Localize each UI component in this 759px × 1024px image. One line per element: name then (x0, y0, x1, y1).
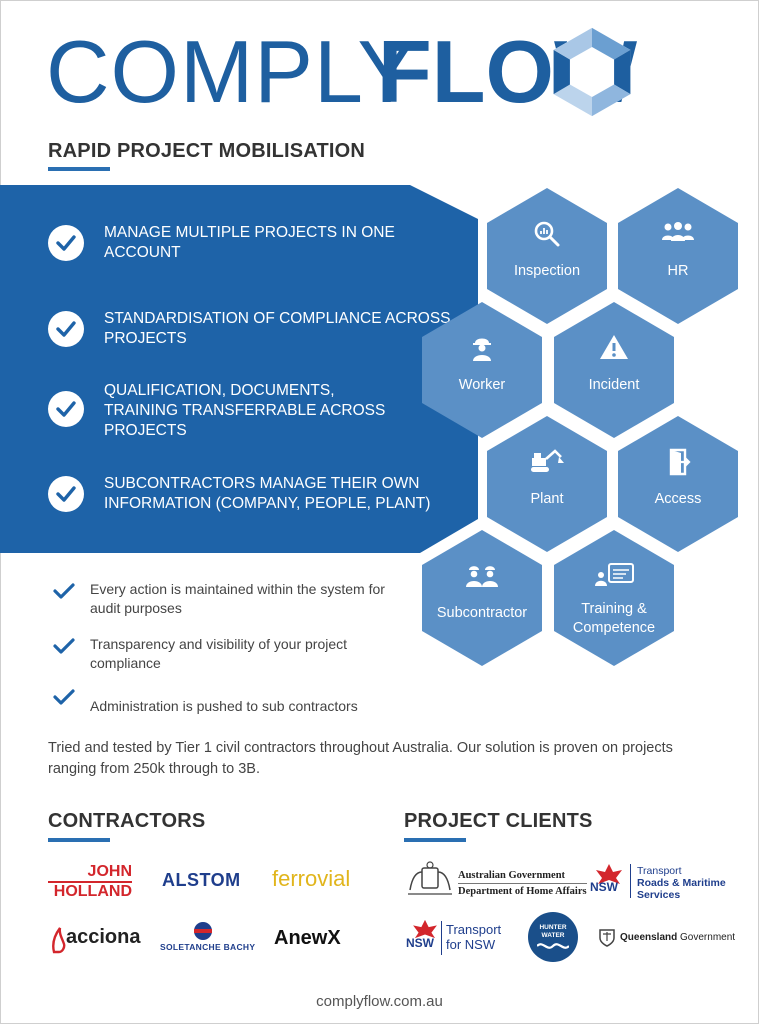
tfnsw-line2: for NSW (446, 937, 496, 952)
john-holland-top: JOHN (87, 863, 132, 880)
logo-hexagon-o-icon (553, 27, 631, 117)
module-label: Plant (530, 491, 564, 507)
hexagon-shape (422, 302, 542, 438)
rms-logo: Transport Roads & Maritime Services (637, 865, 726, 901)
qld-light: Government (680, 932, 736, 943)
rms-line1: Transport (637, 865, 682, 877)
feature-item: MANAGE MULTIPLE PROJECTS IN ONE ACCOUNT (48, 223, 458, 267)
feature-text: QUALIFICATION, DOCUMENTS, TRAINING TRANS… (104, 382, 386, 439)
check-circle-icon (48, 311, 84, 347)
module-label: Inspection (513, 263, 581, 279)
module-hex-subcontractor: Subcontractor (418, 528, 546, 668)
contractors-title: CONTRACTORS (48, 810, 206, 832)
module-label: Subcontractor (436, 605, 528, 621)
john-holland-logo: JOHN HOLLAND (48, 864, 132, 900)
acciona-logo: acciona (66, 926, 141, 948)
qld-crest-icon (599, 929, 615, 947)
queensland-gov-logo: Queensland Government (620, 932, 735, 943)
worker-hardhat-icon (418, 334, 546, 367)
hexagon-shape (554, 530, 674, 666)
module-hex-inspection: Inspection (483, 186, 611, 326)
hexagon-shape (554, 302, 674, 438)
check-circle-icon (48, 225, 84, 261)
module-hex-worker: Worker (418, 300, 546, 440)
home-affairs-logo: Australian Government Department of Home… (458, 868, 587, 899)
coat-of-arms-icon (408, 861, 452, 895)
hexagon-shape (487, 416, 607, 552)
clients-underline (404, 838, 466, 842)
soletanche-logo: SOLETANCHE BACHY (160, 942, 256, 952)
headline: RAPID PROJECT MOBILISATION (48, 140, 366, 162)
footer-url[interactable]: complyflow.com.au (316, 993, 443, 1010)
benefit-text: Transparency and visibility of your proj… (90, 636, 348, 671)
check-icon (53, 638, 75, 654)
home-affairs-text: Department of Home Affairs (458, 883, 587, 899)
waratah-icon (596, 864, 622, 884)
aus-gov-text: Australian Government (458, 870, 566, 881)
check-icon (53, 689, 75, 705)
module-label: Incident (588, 377, 640, 393)
john-holland-bottom: HOLLAND (48, 881, 132, 900)
check-circle-icon (48, 476, 84, 512)
benefit-text: Every action is maintained within the sy… (90, 581, 385, 616)
features-band (0, 185, 520, 553)
module-label: Worker (458, 377, 506, 393)
complyflow-logo: COMPLY FLOW (46, 22, 686, 122)
acciona-emblem-icon (52, 927, 66, 954)
people-group-icon (614, 220, 742, 249)
qld-bold: Queensland (620, 932, 678, 943)
rms-divider (630, 864, 631, 898)
warning-triangle-icon (550, 334, 678, 365)
feature-text: SUBCONTRACTORS MANAGE THEIR OWN INFORMAT… (104, 475, 431, 512)
hexagon-shape (487, 188, 607, 324)
feature-text: STANDARDISATION OF COMPLIANCE ACROSS PRO… (104, 310, 451, 347)
logo-word-comply: COMPLY (46, 22, 418, 121)
excavator-icon (483, 448, 611, 479)
module-label: HR (667, 263, 689, 279)
alstom-logo: ALSTOM (162, 870, 241, 890)
tfnsw-divider (441, 921, 442, 955)
feature-item: QUALIFICATION, DOCUMENTS, TRAINING TRANS… (48, 381, 458, 445)
module-label: Access (654, 491, 702, 507)
module-hex-access: Access (614, 414, 742, 554)
feature-item: SUBCONTRACTORS MANAGE THEIR OWN INFORMAT… (48, 474, 458, 518)
module-label: Training &Competence (572, 601, 656, 636)
door-entry-icon (614, 448, 742, 481)
wave-icon (537, 943, 569, 949)
id-card-icon (550, 562, 678, 593)
module-hex-hr: HR (614, 186, 742, 326)
feature-text: MANAGE MULTIPLE PROJECTS IN ONE ACCOUNT (104, 224, 395, 261)
nsw-text: NSW (406, 936, 434, 950)
module-hex-plant: Plant (483, 414, 611, 554)
soletanche-globe-icon (194, 922, 212, 940)
waratah-icon (413, 919, 437, 939)
hunter-water-logo: HUNTER WATER (528, 912, 578, 962)
headline-underline (48, 167, 110, 171)
contractors-underline (48, 838, 110, 842)
hexagon-shape (618, 188, 738, 324)
module-hex-training: Training &Competence (550, 528, 678, 668)
feature-item: STANDARDISATION OF COMPLIANCE ACROSS PRO… (48, 309, 458, 353)
ferrovial-logo: ferrovial (272, 866, 351, 891)
tfnsw-line1: Transport (446, 922, 502, 937)
anewx-logo: AnewX (274, 927, 341, 949)
rms-line3: Services (637, 889, 681, 901)
summary-paragraph: Tried and tested by Tier 1 civil contrac… (48, 740, 673, 777)
transport-for-nsw-logo: Transport for NSW (446, 922, 501, 952)
hexagon-shape (422, 530, 542, 666)
workers-pair-icon (418, 562, 546, 593)
hunter-water-text: HUNTER WATER (539, 924, 567, 939)
clients-title: PROJECT CLIENTS (404, 810, 593, 832)
module-hex-incident: Incident (550, 300, 678, 440)
nsw-text: NSW (590, 880, 618, 894)
rms-line2: Roads & Maritime (637, 877, 726, 889)
benefit-text: Administration is pushed to sub contract… (90, 698, 358, 714)
hexagon-shape (618, 416, 738, 552)
magnifier-chart-icon (483, 220, 611, 253)
check-circle-icon (48, 391, 84, 427)
check-icon (53, 583, 75, 599)
